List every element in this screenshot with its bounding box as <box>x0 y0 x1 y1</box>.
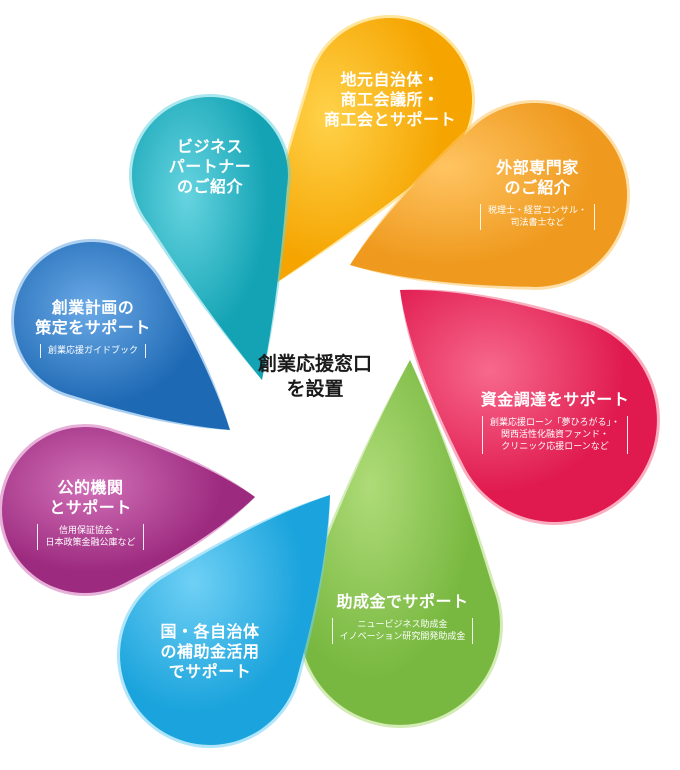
petal-note-line: 関西活性化融資ファンド・ <box>500 430 609 440</box>
petal-title-line: 商工会議所・ <box>340 90 440 109</box>
petal-title-line: 資金調達をサポート <box>480 390 630 409</box>
petal-planning: 創業計画の策定をサポート創業応援ガイドブック <box>18 298 168 358</box>
petal-title-line: でサポート <box>168 662 252 681</box>
petal-title-line: のご紹介 <box>176 177 243 196</box>
petal-title-line: 商工会とサポート <box>323 110 456 129</box>
petal-local-gov: 地元自治体・商工会議所・商工会とサポート <box>310 70 470 130</box>
petal-title: 資金調達をサポート <box>455 390 655 410</box>
petal-title: 外部専門家のご紹介 <box>450 158 625 198</box>
petal-note-line: クリニック応援ローンなど <box>501 442 609 452</box>
petal-title-line: ビジネス <box>176 137 243 156</box>
petal-note: 創業応援ガイドブック <box>39 344 146 358</box>
petal-title: 国・各自治体の補助金活用でサポート <box>130 622 290 682</box>
petal-title: 創業計画の策定をサポート <box>18 298 168 338</box>
petal-note: ニュービジネス助成金イノベーション研究開発助成金 <box>331 618 474 644</box>
petal-note-line: 創業応援ガイドブック <box>47 346 138 356</box>
petal-shape-grants <box>300 360 501 725</box>
petal-title: 助成金でサポート <box>310 592 495 612</box>
petal-title-line: 外部専門家 <box>496 158 579 177</box>
petal-title-line: とサポート <box>49 498 132 517</box>
petal-grants: 助成金でサポートニュービジネス助成金イノベーション研究開発助成金 <box>310 592 495 644</box>
petal-shape-subsidies <box>120 495 330 745</box>
petal-shape-public <box>2 427 255 594</box>
petal-title-line: 助成金でサポート <box>336 592 469 611</box>
petal-title-line: の補助金活用 <box>160 642 260 661</box>
petal-title-line: 国・各自治体 <box>160 622 260 641</box>
petal-note-line: 日本政策金融公庫など <box>45 538 136 548</box>
petal-title-line: 公的機関 <box>57 478 124 497</box>
petal-subsidies: 国・各自治体の補助金活用でサポート <box>130 622 290 682</box>
petal-shape-funding <box>400 289 657 522</box>
petal-title: ビジネスパートナーのご紹介 <box>145 137 275 197</box>
petal-note-line: イノベーション研究開発助成金 <box>339 632 466 642</box>
petal-partners: ビジネスパートナーのご紹介 <box>145 137 275 197</box>
petal-title-line: 策定をサポート <box>35 318 151 337</box>
petal-note: 信用保証協会・日本政策金融公庫など <box>37 524 144 550</box>
petal-note-line: 創業応援ローン「夢ひろがる」・ <box>489 418 621 428</box>
petal-note-line: 税理士・経営コンサル・ <box>487 206 587 216</box>
petal-public: 公的機関とサポート信用保証協会・日本政策金融公庫など <box>18 478 163 550</box>
petal-title-line: パートナー <box>168 157 252 176</box>
petal-shape-planning <box>13 241 231 430</box>
petal-title-line: 地元自治体・ <box>340 70 440 89</box>
petal-title: 地元自治体・商工会議所・商工会とサポート <box>310 70 470 130</box>
petal-title-line: のご紹介 <box>504 178 571 197</box>
petal-shape-partners <box>131 96 288 381</box>
petal-shape-experts <box>350 102 628 287</box>
petal-funding: 資金調達をサポート創業応援ローン「夢ひろがる」・関西活性化融資ファンド・クリニッ… <box>455 390 655 454</box>
petal-note-line: 司法書士など <box>510 218 565 228</box>
petal-title-line: 創業計画の <box>51 298 135 317</box>
center-line2: を設置 <box>286 378 344 400</box>
petal-note-line: ニュービジネス助成金 <box>357 620 448 630</box>
petal-shape-local-gov <box>250 18 473 300</box>
petal-note: 税理士・経営コンサル・司法書士など <box>479 204 595 230</box>
petal-note-line: 信用保証協会・ <box>58 526 122 536</box>
petal-experts: 外部専門家のご紹介税理士・経営コンサル・司法書士など <box>450 158 625 230</box>
center-label: 創業応援窓口 を設置 <box>230 352 400 402</box>
petal-title: 公的機関とサポート <box>18 478 163 518</box>
petal-note: 創業応援ローン「夢ひろがる」・関西活性化融資ファンド・クリニック応援ローンなど <box>481 416 629 454</box>
center-line1: 創業応援窓口 <box>257 353 372 375</box>
